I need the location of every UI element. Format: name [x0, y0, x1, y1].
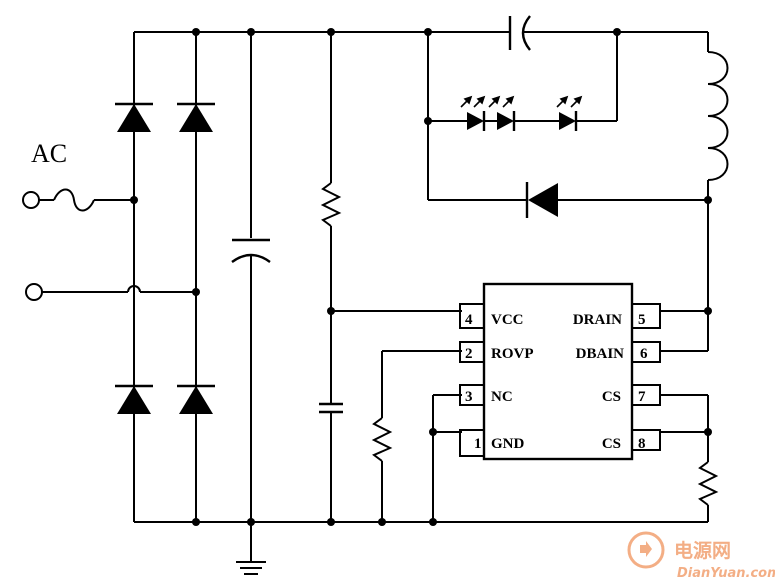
- watermark: 电源网 DianYuan.com: [627, 531, 775, 581]
- pin-number: 8: [638, 436, 646, 452]
- ic-pin-6: [631, 341, 661, 363]
- pin-name: CS: [602, 436, 621, 452]
- ac-terminal-1[interactable]: [22, 191, 40, 209]
- pin-number: 7: [638, 389, 646, 405]
- bridge-diode-1: [117, 104, 151, 132]
- ic-pin-3: [459, 384, 485, 406]
- controller-ic: 4 VCC 2 ROVP 3 NC 1 GND DRAIN 5 DBAIN 6 …: [459, 282, 661, 461]
- startup-resistor: [320, 182, 342, 227]
- rovp-branch: [371, 350, 462, 522]
- pin-name: CS: [602, 389, 621, 405]
- rovp-resistor: [371, 417, 393, 462]
- output-capacitor: [508, 15, 531, 51]
- ac-input: AC: [22, 139, 196, 301]
- junction-dots: [130, 28, 712, 526]
- drain-wiring: [660, 200, 709, 352]
- pin-name: DBAIN: [576, 346, 625, 362]
- ic-pin-1: [459, 429, 485, 457]
- led-1: [467, 112, 484, 130]
- bridge-diode-3: [117, 386, 151, 414]
- led-string: [427, 32, 618, 200]
- ic-pin-2: [459, 341, 485, 363]
- ground-symbol: [236, 522, 266, 575]
- pin-number: 3: [465, 389, 473, 405]
- pin-name: VCC: [491, 312, 524, 328]
- pin-number: 6: [640, 346, 648, 362]
- bridge-diode-4: [179, 386, 213, 414]
- inductor: [707, 51, 729, 200]
- watermark-brand: 电源网: [674, 539, 731, 562]
- top-rail: [134, 31, 709, 52]
- pin-name: GND: [491, 436, 525, 452]
- ic-pin-8: [631, 429, 661, 451]
- led-emission-arrows: [460, 95, 583, 108]
- ac-label: AC: [31, 139, 67, 168]
- pin-name: ROVP: [491, 346, 534, 362]
- gnd-branch: [432, 394, 462, 522]
- led-3: [559, 112, 576, 130]
- pin-number: 1: [474, 436, 482, 452]
- ic-body: [482, 282, 634, 461]
- pin-name: DRAIN: [573, 312, 622, 328]
- ac-terminal-2[interactable]: [25, 283, 43, 301]
- bridge-diode-2: [179, 104, 213, 132]
- ic-pin-5: [631, 303, 661, 329]
- pin-number: 2: [465, 346, 473, 362]
- pin-number: 4: [465, 312, 473, 328]
- freewheel-diode: [428, 182, 708, 218]
- current-sense-resistor: [697, 461, 719, 506]
- watermark-logo-icon: [627, 531, 665, 569]
- ic-pin-4: [459, 303, 485, 329]
- cs-branch: [660, 394, 719, 522]
- watermark-url: DianYuan.com: [677, 566, 775, 581]
- pin-name: NC: [491, 389, 513, 405]
- ic-pin-7: [631, 384, 661, 406]
- fuse: [53, 188, 95, 212]
- led-2: [497, 112, 514, 130]
- bulk-capacitor: [231, 32, 271, 522]
- pin-number: 5: [638, 312, 646, 328]
- bridge-rectifier: [115, 32, 215, 522]
